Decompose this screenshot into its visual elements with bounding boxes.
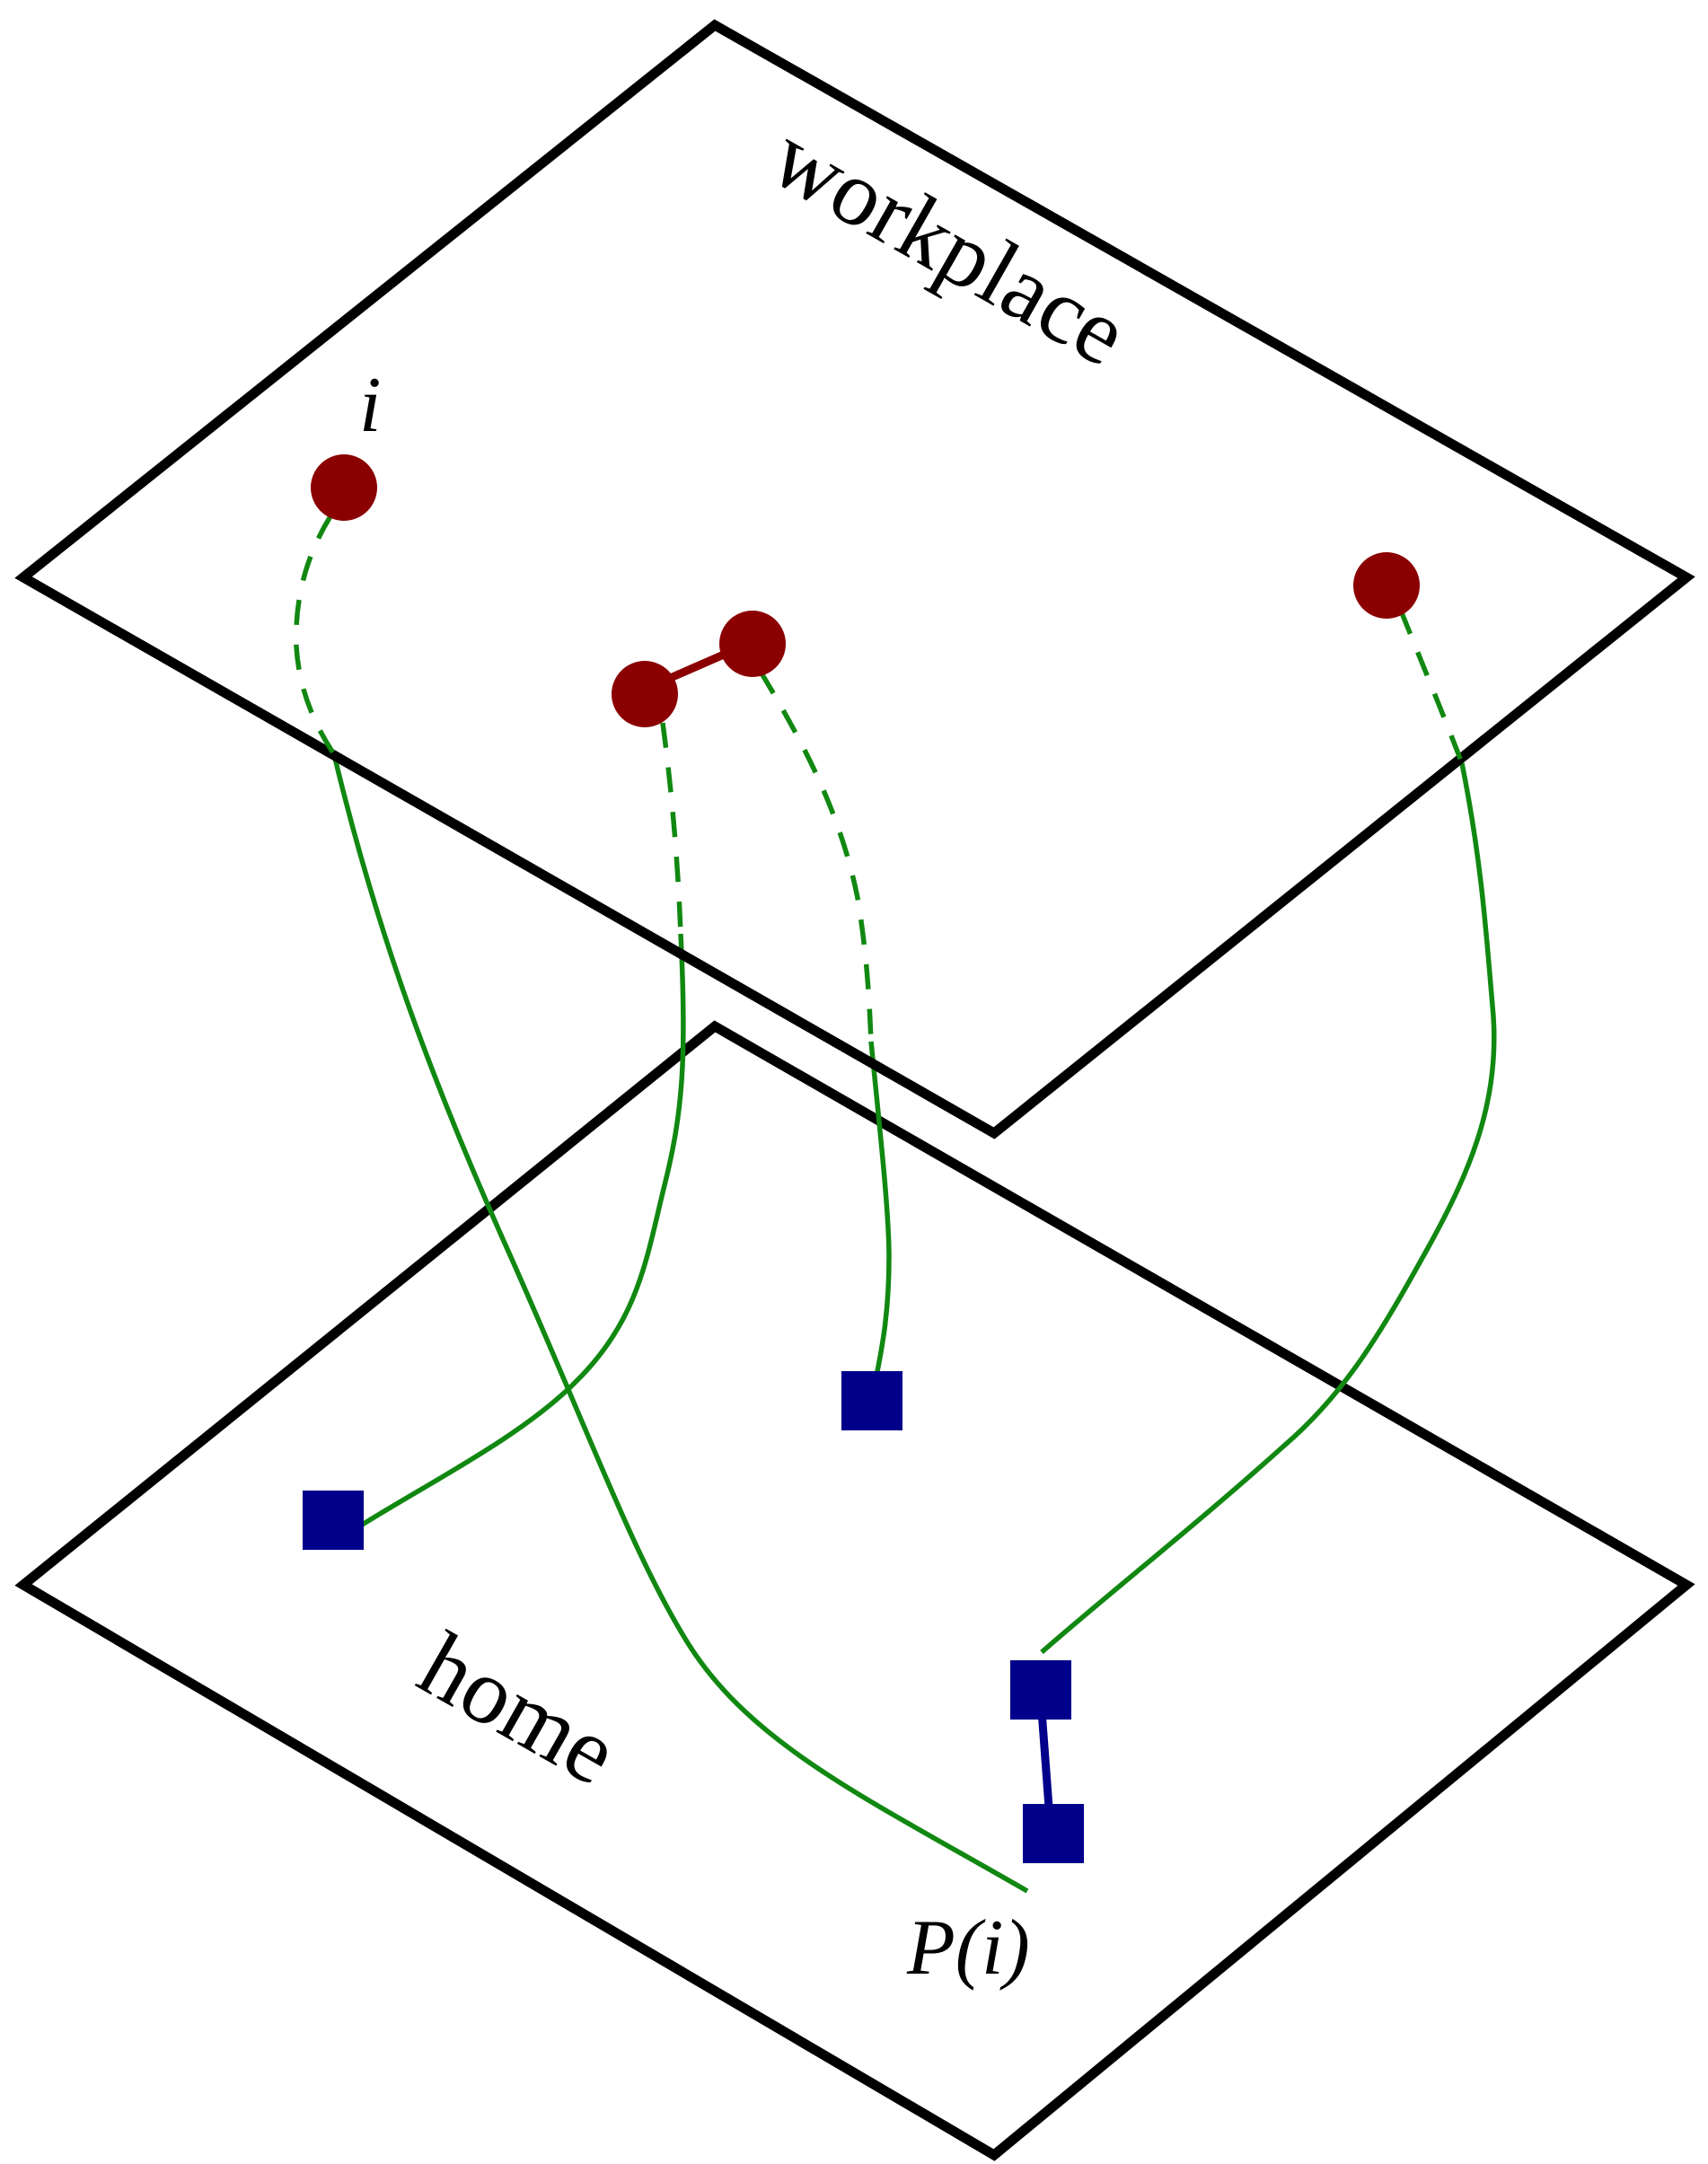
commute-link-w3-solid (868, 1041, 892, 1382)
worker-label: i (359, 362, 381, 449)
commute-link-i-dashed (294, 515, 337, 756)
commute-link-w2-dashed (660, 722, 683, 935)
workplace-node-i (311, 454, 377, 521)
commute-link-w2-solid (357, 933, 686, 1529)
home-node-p-i (1023, 1804, 1084, 1863)
home-of-worker-label: P(i) (906, 1904, 1030, 1992)
commute-link-i-solid (331, 753, 1029, 1894)
workplace-label: workplace (755, 104, 1144, 386)
commute-link-w4-solid (1040, 762, 1497, 1655)
commute-link-w4-dashed (1398, 609, 1465, 764)
workplace-plane (14, 19, 1695, 1139)
home-node-h2 (841, 1371, 902, 1430)
home-plane (14, 1020, 1695, 2161)
home-label: home (403, 1613, 635, 1805)
workplace-node-w2 (612, 661, 678, 727)
home-node-h1 (303, 1491, 364, 1550)
workplace-node-w4 (1353, 552, 1420, 619)
commute-link-w3-dashed (758, 670, 874, 1042)
workplace-node-w3 (719, 611, 786, 677)
home-node-h4 (1010, 1660, 1071, 1720)
